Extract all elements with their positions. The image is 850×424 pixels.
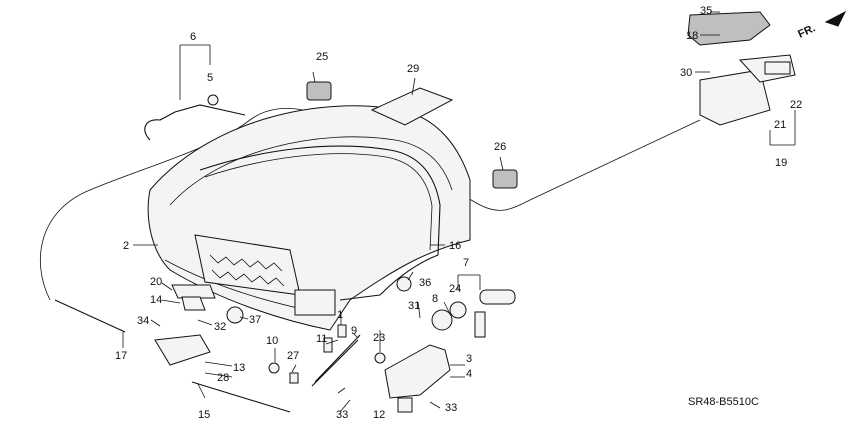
callout-6: 6 [190,31,196,43]
rod-15 [191,381,291,413]
grommet-36 [396,276,412,292]
pad-29 [370,87,454,126]
clip-10 [268,362,280,374]
bracket-14 [181,296,206,311]
latch-assembly [687,11,796,126]
callout-13: 13 [233,362,245,374]
callout-12: 12 [373,409,385,421]
latch-recess [294,289,336,316]
callout-15: 15 [198,409,210,421]
callout-29: 29 [407,63,419,75]
front-direction-label: FR. [796,22,817,40]
callout-bracket-7 [457,274,481,290]
callout-3: 3 [466,353,472,365]
nut-23 [374,352,386,364]
clip-26 [492,169,518,189]
opener-lever [154,334,211,366]
callout-27: 27 [287,350,299,362]
bumper-11 [323,337,333,353]
callout-21: 21 [774,119,786,131]
callout-17: 17 [115,350,127,362]
callout-26: 26 [494,141,506,153]
callout-18: 18 [686,30,698,42]
cable-6 [144,104,246,141]
front-direction-arrow: FR. [796,10,847,41]
callout-14: 14 [150,294,162,306]
callout-28: 28 [217,372,229,384]
callout-25: 25 [316,51,328,63]
leader-lines [122,11,720,413]
callout-5: 5 [207,72,213,84]
cable-17 [54,299,126,333]
bumper-1 [337,324,347,338]
callout-10: 10 [266,335,278,347]
callout-11: 11 [316,333,327,345]
callout-23: 23 [373,332,385,344]
hinge [384,344,451,399]
callout-7: 7 [463,257,469,269]
callout-34: 34 [137,315,149,327]
callout-37: 37 [249,314,261,326]
grommet-37 [226,306,244,324]
bumper-27 [289,372,299,384]
callout-36: 36 [419,277,431,289]
callout-8: 8 [432,293,438,305]
callout-16: 16 [449,240,461,252]
callout-33a: 33 [336,409,348,421]
callout-1: 1 [337,309,343,321]
callout-9: 9 [351,325,357,337]
clip-33 [397,397,413,413]
callout-4: 4 [466,368,472,380]
callout-bracket-6 [179,44,211,100]
callout-24: 24 [449,283,461,295]
stay-9b [311,339,359,387]
weatherstrip [199,145,441,301]
callout-35: 35 [700,5,712,17]
callout-19: 19 [775,157,787,169]
callout-33b: 33 [445,402,457,414]
bracket-20 [171,284,216,299]
key-cylinder [431,289,516,338]
callout-bracket-19 [769,110,796,146]
callout-30: 30 [680,67,692,79]
diagram-code: SR48-B5510C [688,396,759,408]
callout-22: 22 [790,99,802,111]
callout-32: 32 [214,321,226,333]
clip-25 [306,81,332,101]
callout-31: 31 [408,300,420,312]
callout-2: 2 [123,240,129,252]
callout-20: 20 [150,276,162,288]
stay-9 [314,334,361,383]
